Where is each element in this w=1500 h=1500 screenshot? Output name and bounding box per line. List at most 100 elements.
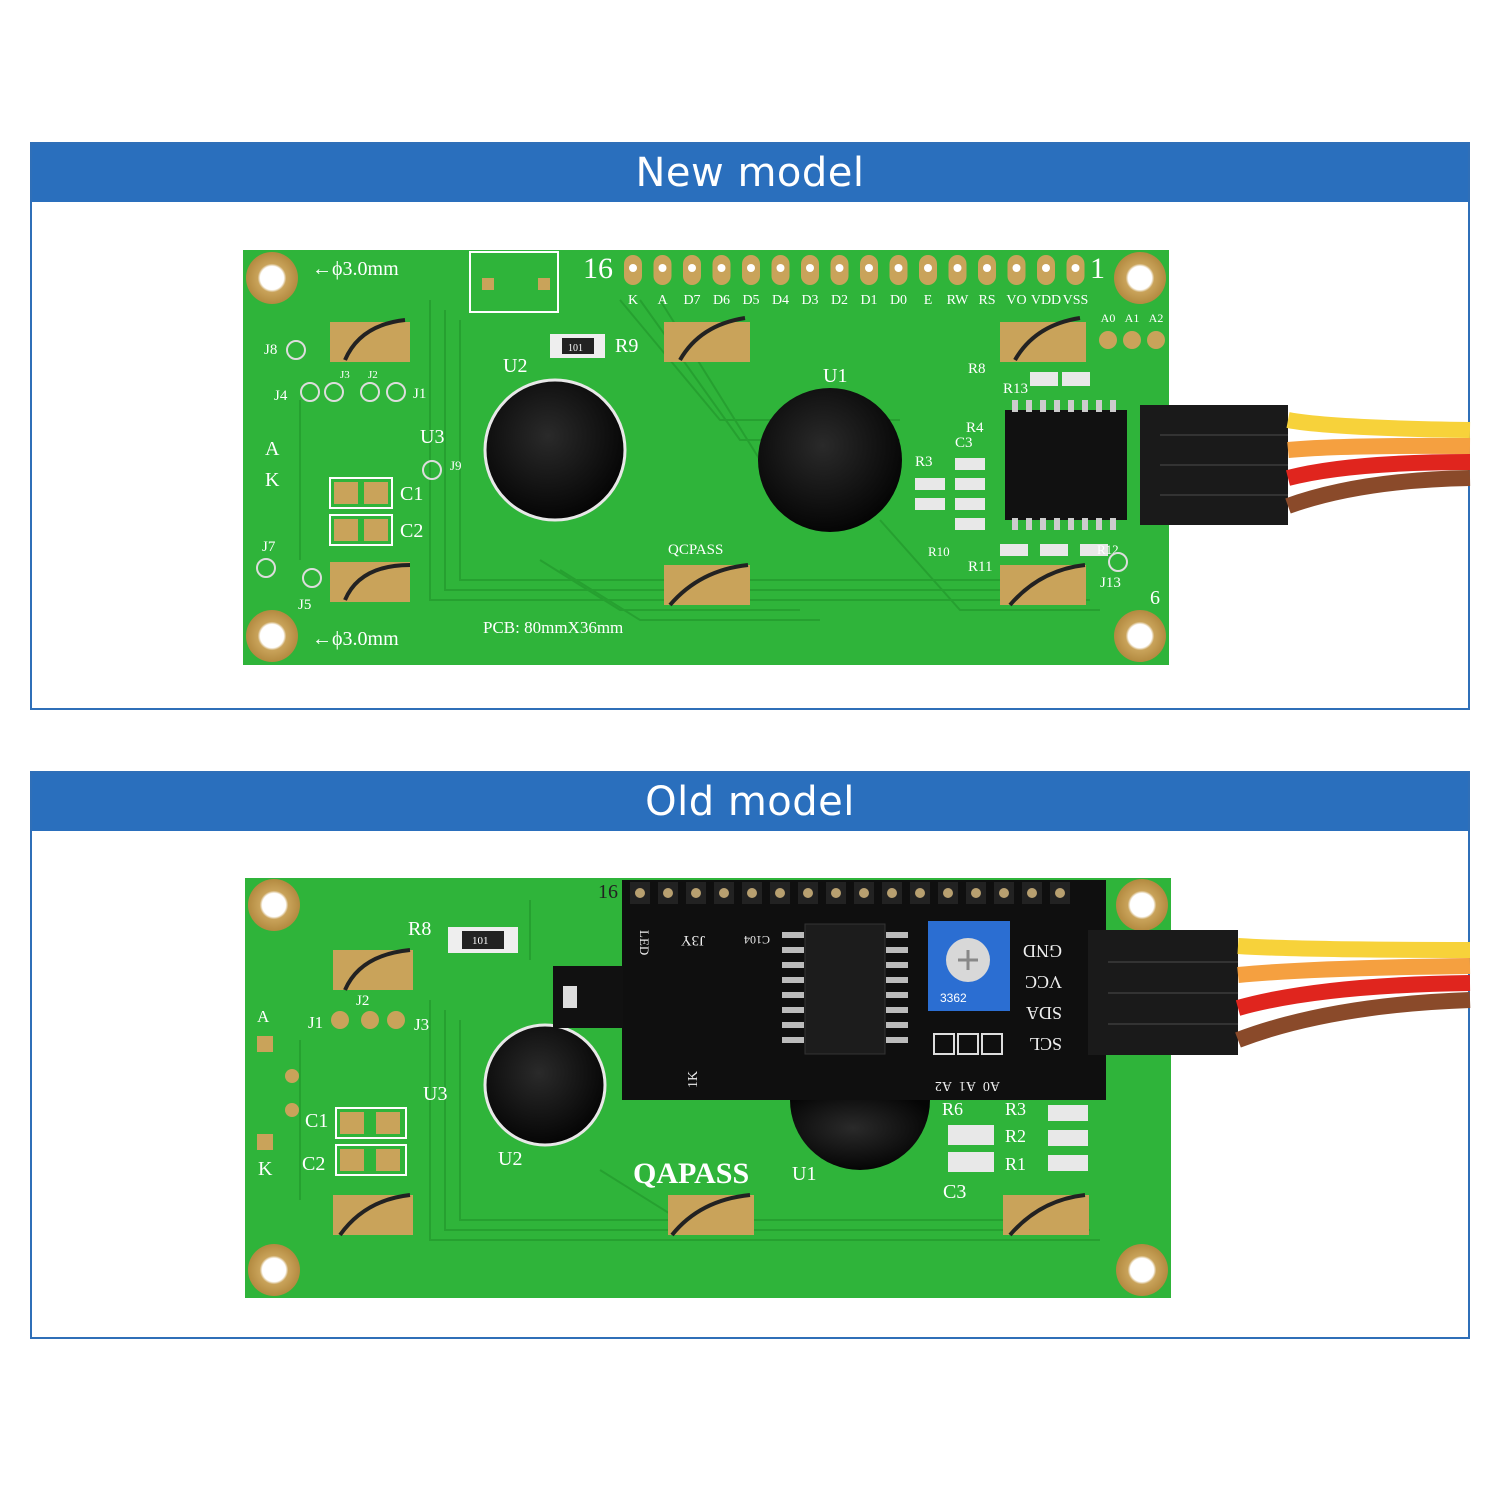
chip-leg: [886, 962, 908, 968]
addr-jumper: [957, 1033, 979, 1055]
pin-solder: [719, 888, 729, 898]
wire-brown: [1285, 470, 1471, 514]
qa-pass-label: QAPASS: [633, 1157, 749, 1190]
pin-label: D5: [742, 293, 759, 308]
pin-solder: [747, 888, 757, 898]
chip-leg: [1068, 400, 1074, 412]
pin-label: D4: [772, 293, 789, 308]
pin1-label: 1: [1090, 252, 1105, 285]
label-u1: U1: [823, 365, 847, 387]
pin-solder: [915, 888, 925, 898]
pin-solder: [971, 888, 981, 898]
chip-leg: [886, 977, 908, 983]
pin-hole: [924, 264, 932, 272]
addr-pad: [1123, 331, 1141, 349]
label-j13: J13: [1100, 575, 1121, 591]
wire-yellow: [1286, 412, 1471, 438]
label-j3: J3: [414, 1015, 429, 1034]
lcd-bond-pads: [333, 948, 1089, 1237]
label-c2: C2: [400, 520, 423, 542]
chip-leg: [1082, 400, 1088, 412]
chip-leg: [1054, 400, 1060, 412]
pin-label: RS: [978, 293, 995, 308]
chip-leg: [1096, 518, 1102, 530]
footprint-outline: [469, 251, 559, 313]
label-j2: J2: [368, 369, 378, 381]
label-r2: R2: [1005, 1126, 1026, 1146]
pin-hole: [747, 264, 755, 272]
pad: [538, 278, 550, 290]
chip-legs: [1012, 400, 1116, 530]
mount-hole: [1114, 252, 1166, 304]
mount-hole: [1116, 1244, 1168, 1296]
wire-orange: [1237, 958, 1471, 983]
label-j5: J5: [298, 597, 311, 613]
label-k: K: [258, 1158, 273, 1180]
wire-brown: [1235, 992, 1471, 1048]
chip-leg: [1026, 400, 1032, 412]
label-c1: C1: [305, 1110, 328, 1132]
label-r9: R9: [615, 335, 638, 357]
connector-dividers: [1160, 434, 1288, 496]
pin-solder: [663, 888, 673, 898]
smd-components: [915, 372, 1108, 556]
panel-title: Old model: [32, 773, 1468, 831]
pin-label: VCC: [1025, 972, 1062, 992]
cap-c1: [335, 1107, 407, 1139]
chip-blob-u2: [483, 1023, 607, 1147]
chip-leg: [1096, 400, 1102, 412]
pin16-label: 16: [598, 881, 618, 903]
resistor-code: 101: [568, 343, 583, 354]
pin-hole: [894, 264, 903, 272]
label-j2: J2: [356, 993, 369, 1009]
addr-label: A2: [935, 1078, 952, 1093]
pin-solder: [831, 888, 841, 898]
label-c104: C104: [744, 933, 770, 947]
chip-leg: [1012, 518, 1018, 530]
label-a: A: [257, 1007, 270, 1026]
label-r3: R3: [1005, 1099, 1026, 1119]
wire-red: [1286, 454, 1471, 486]
hole-size-label: ←ϕ3.0mm: [312, 628, 399, 650]
chip-leg: [782, 977, 804, 983]
chip-leg: [782, 947, 804, 953]
pin-hole: [658, 264, 667, 272]
chip-leg: [886, 1022, 908, 1028]
label-c3: C3: [955, 435, 973, 451]
chip-blob-u2: [483, 378, 627, 522]
chip-leg: [782, 1007, 804, 1013]
pin-label: K: [628, 293, 638, 308]
label-r4: R4: [966, 420, 984, 436]
pin-hole: [629, 264, 637, 272]
qc-pass-label: QCPASS: [668, 542, 723, 558]
chip-leg: [886, 992, 908, 998]
i2c-chip: [804, 923, 886, 1055]
pin-solder: [775, 888, 785, 898]
through-holes: [256, 340, 1128, 588]
label-r10: R10: [928, 544, 950, 559]
pcb-traces: [299, 900, 1100, 1241]
pin-label: D1: [860, 293, 877, 308]
chip-leg: [886, 932, 908, 938]
pin-label: VO: [1006, 293, 1026, 308]
addr-label: A0: [983, 1078, 1000, 1093]
header-pin-pads: [624, 255, 1085, 285]
addr-label: A2: [1149, 311, 1164, 325]
mount-hole: [248, 1244, 300, 1296]
pin-solder: [887, 888, 897, 898]
label-r13: R13: [1003, 381, 1028, 397]
label-led: LED: [637, 930, 652, 955]
pin-label: D2: [831, 293, 848, 308]
label-u2: U2: [503, 355, 527, 377]
label-j3y: J3Y: [681, 932, 705, 948]
chip-leg: [782, 1037, 804, 1043]
chip-leg: [782, 992, 804, 998]
pin-label: A: [657, 293, 668, 308]
lcd-bond-pads: [330, 316, 1086, 607]
pin-hole: [835, 264, 844, 272]
connector-dividers: [1108, 961, 1238, 1025]
chip-legs: [782, 932, 908, 1043]
pin-label: E: [924, 293, 933, 308]
label-r3: R3: [915, 454, 933, 470]
